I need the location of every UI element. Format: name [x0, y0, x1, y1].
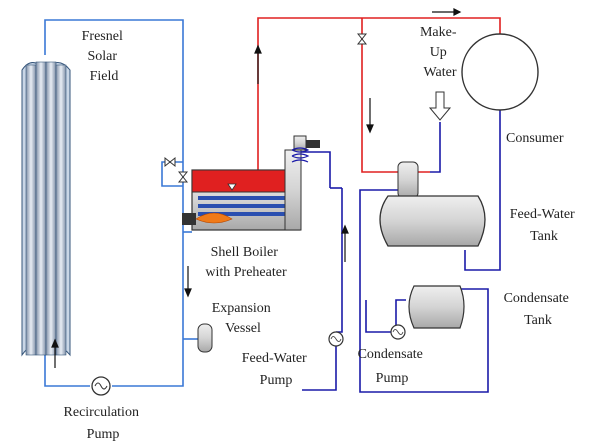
- recirculation-pump-label: Recirculation Pump: [64, 405, 143, 442]
- makeup-water-label: Make- Up Water: [420, 25, 460, 80]
- makeup-water-arrow: [428, 91, 452, 121]
- feedwater-tank: [379, 161, 486, 247]
- solar-field-label: Fresnel Solar Field: [82, 29, 127, 84]
- fresnel-collector: [21, 61, 71, 357]
- feedwater-piping: [300, 110, 501, 393]
- consumer-vessel: [461, 33, 539, 111]
- feedwater-tank-label: Feed-Water Tank: [510, 207, 578, 244]
- consumer-label: Consumer: [506, 131, 564, 146]
- condensate-tank-label: Condensate Tank: [504, 291, 573, 328]
- steam-valve: [356, 33, 368, 45]
- expansion-vessel: [197, 323, 213, 353]
- condensate-pump: [390, 324, 406, 340]
- recirculation-pump: [91, 376, 111, 396]
- shell-boiler: [182, 135, 320, 231]
- feedwater-pump: [328, 331, 344, 347]
- condensate-pump-label: Condensate Pump: [358, 347, 427, 386]
- solar-loop-valve: [164, 156, 189, 183]
- feedwater-pump-label: Feed-Water Pump: [242, 351, 310, 388]
- flow-arrows: [51, 8, 462, 368]
- shell-boiler-label: Shell Boiler with Preheater: [205, 245, 287, 280]
- condensate-tank: [408, 285, 465, 329]
- diagram-labels: Fresnel Solar Field Make- Up Water Consu…: [64, 25, 578, 442]
- expansion-vessel-label: Expansion Vessel: [212, 301, 275, 336]
